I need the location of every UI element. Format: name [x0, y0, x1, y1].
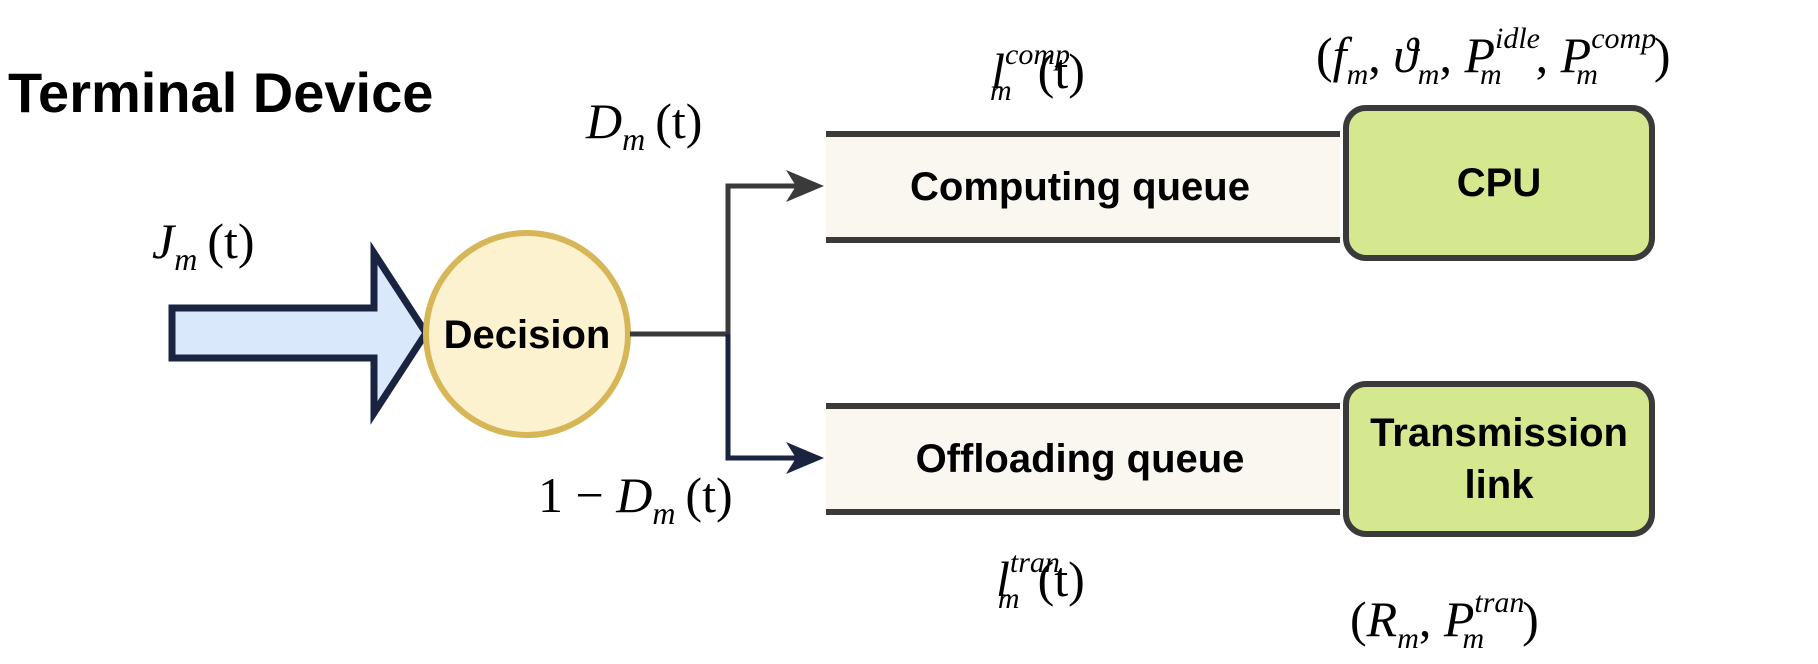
- svg-text:Jm(t): Jm(t): [152, 213, 255, 277]
- input-label: Jm(t): [152, 213, 255, 277]
- decision-compute-label: Dm(t): [585, 93, 702, 157]
- svg-text:1 − Dm(t): 1 − Dm(t): [538, 467, 733, 531]
- decision-label: Decision: [444, 313, 611, 357]
- decision-node: [423, 230, 631, 438]
- offloading-queue: Offloading queue: [826, 403, 1340, 515]
- computing-queue: Computing queue: [826, 131, 1340, 243]
- transmission-label-line1: Transmission: [1370, 411, 1628, 455]
- transmission-link-box: Transmission link: [1343, 381, 1655, 537]
- offloading-queue-label: Offloading queue: [916, 437, 1245, 481]
- diagram-title: Terminal Device: [8, 61, 433, 124]
- decision-offload-label: 1 − Dm(t): [538, 467, 733, 531]
- cpu-box: CPU: [1343, 105, 1655, 261]
- transmission-label-line2: link: [1465, 463, 1535, 507]
- cpu-label: CPU: [1457, 161, 1541, 205]
- computing-queue-label: Computing queue: [910, 165, 1250, 209]
- input-arrow: [168, 241, 431, 425]
- decision-connector: [630, 170, 824, 474]
- svg-text:Dm(t): Dm(t): [585, 93, 702, 157]
